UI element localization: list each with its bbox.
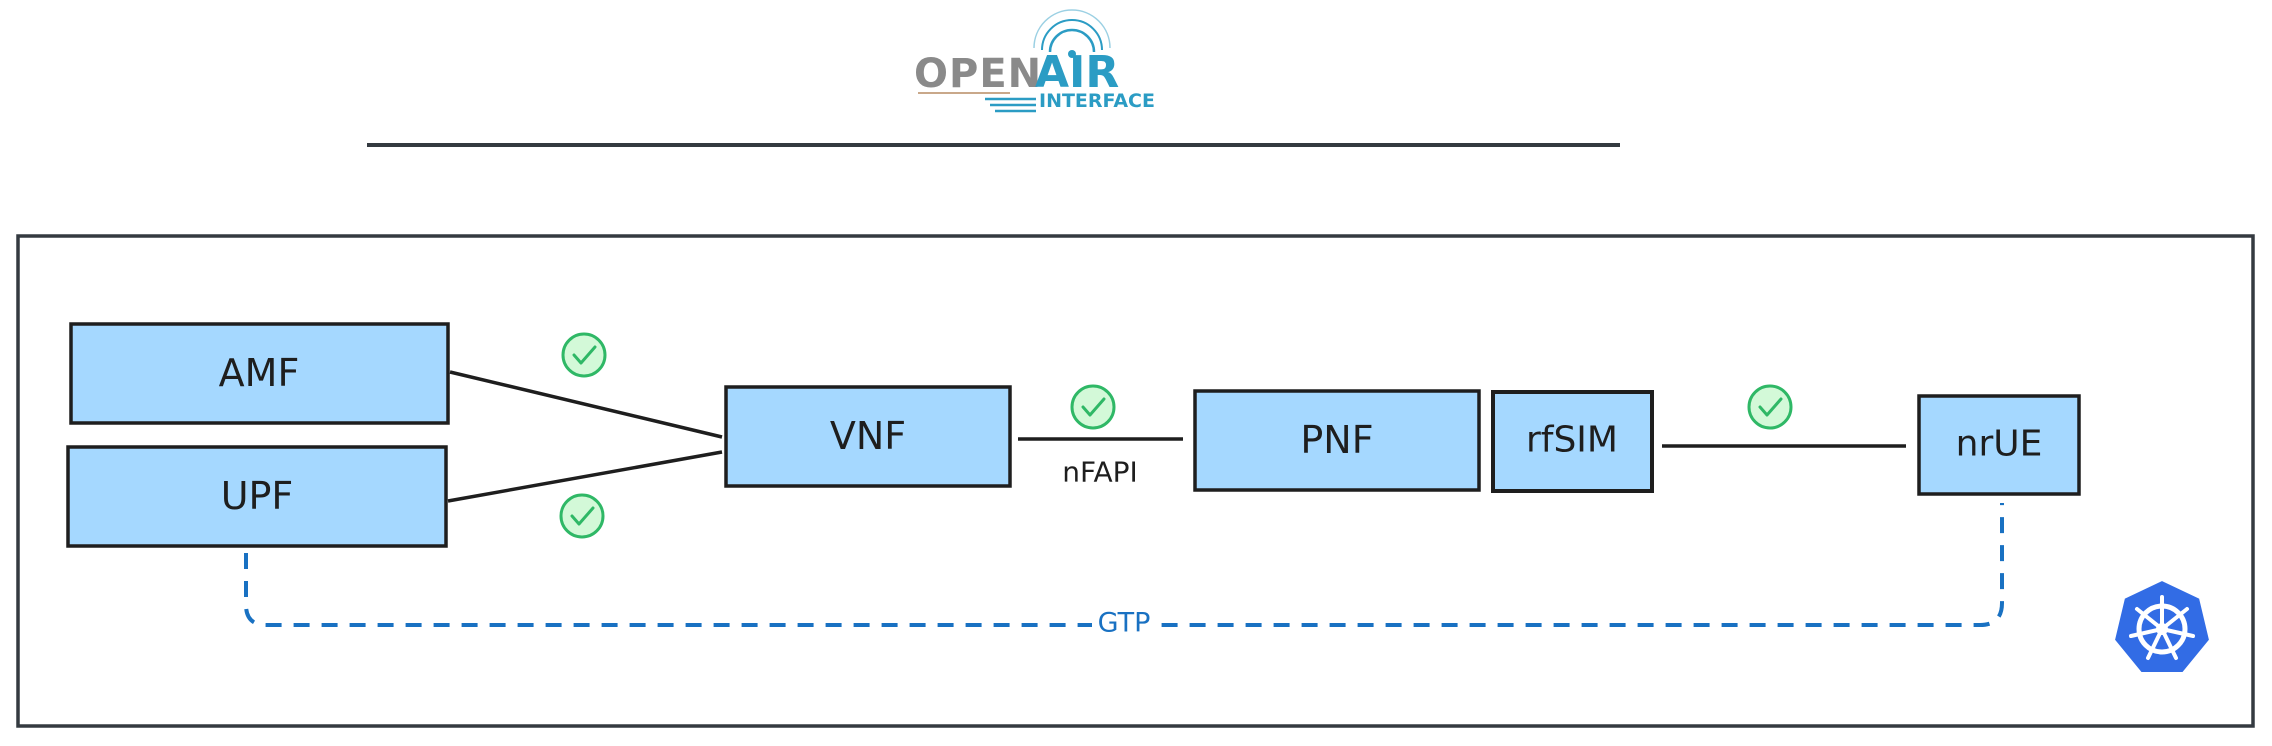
- gtp-label: GTP: [1098, 608, 1151, 639]
- openairinterface-logo: OPEN AIR INTERFACE: [914, 9, 1155, 113]
- node-nrue-label: nrUE: [1956, 424, 2043, 465]
- nfapi-label: nFAPI: [1062, 456, 1138, 489]
- node-vnf[interactable]: VNF: [724, 385, 1012, 488]
- node-pnf-label: PNF: [1300, 418, 1373, 462]
- cluster-frame: [16, 234, 2255, 728]
- logo-word-air: AIR: [1035, 47, 1119, 98]
- node-upf-label: UPF: [221, 474, 294, 518]
- check-icon: [1070, 384, 1116, 430]
- node-rfsim-label: rfSIM: [1526, 420, 1618, 461]
- node-upf[interactable]: UPF: [66, 445, 448, 548]
- gtp-tunnel-edge: [244, 503, 2004, 627]
- node-amf-label: AMF: [219, 351, 300, 395]
- node-amf[interactable]: AMF: [69, 322, 450, 425]
- node-rfsim[interactable]: rfSIM: [1491, 390, 1654, 493]
- gtp-label-bg: [1092, 606, 1156, 644]
- node-nrue[interactable]: nrUE: [1917, 394, 2081, 496]
- check-icon: [1747, 384, 1793, 430]
- check-icon: [559, 493, 605, 539]
- edge-upf-vnf: [447, 450, 723, 503]
- check-icon: [561, 332, 607, 378]
- node-vnf-label: VNF: [830, 414, 906, 458]
- logo-word-open: OPEN: [914, 51, 1042, 97]
- edge-amf-vnf: [449, 370, 723, 439]
- logo-word-interface: INTERFACE: [1039, 90, 1155, 112]
- kubernetes-icon: [2112, 578, 2212, 674]
- node-pnf[interactable]: PNF: [1193, 389, 1481, 492]
